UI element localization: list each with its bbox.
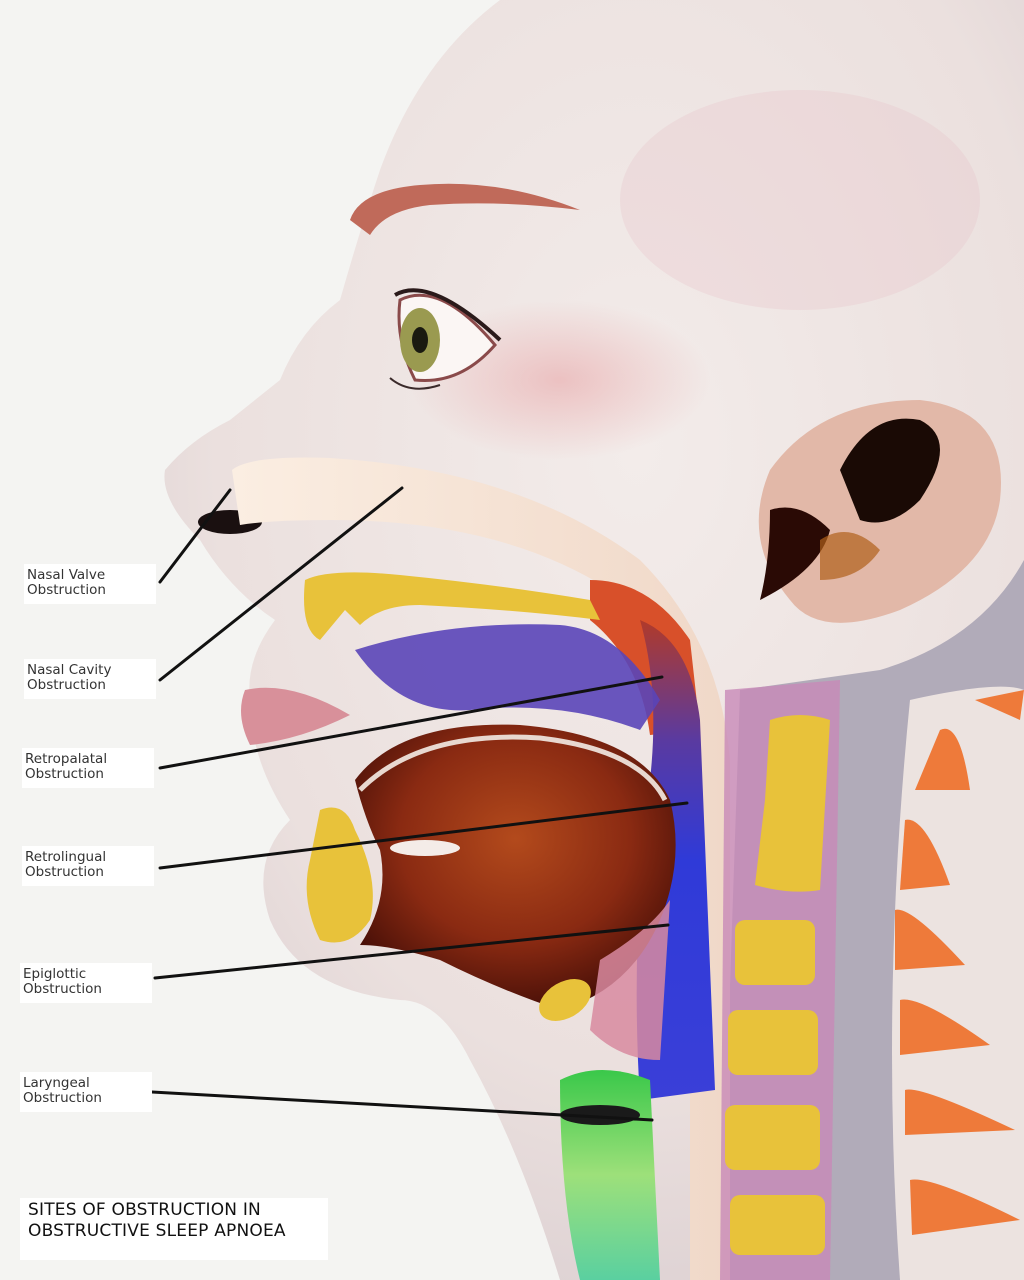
label-nasal-cavity: Nasal Cavity Obstruction bbox=[24, 659, 156, 699]
pointer-epiglottic bbox=[153, 923, 670, 980]
tongue-tip bbox=[390, 840, 460, 856]
label-line: Retropalatal bbox=[25, 751, 108, 767]
label-retrolingual: Retrolingual Obstruction bbox=[22, 846, 154, 886]
spinous-processes bbox=[895, 690, 1024, 1235]
label-line: Obstruction bbox=[23, 981, 102, 997]
vertebrae bbox=[725, 715, 830, 1255]
tongue bbox=[355, 724, 676, 1010]
label-nasal-valve: Nasal Valve Obstruction bbox=[24, 564, 156, 604]
epiglottis bbox=[590, 900, 670, 1060]
hyoid-bone bbox=[539, 979, 591, 1021]
diagram-caption: SITES OF OBSTRUCTION IN OBSTRUCTIVE SLEE… bbox=[20, 1198, 328, 1260]
label-line: Retrolingual bbox=[25, 849, 107, 865]
pointer-nasal-valve bbox=[158, 488, 232, 584]
label-line: Obstruction bbox=[27, 582, 106, 598]
label-line: Nasal Valve bbox=[27, 567, 106, 583]
eye bbox=[389, 288, 502, 390]
label-line: Obstruction bbox=[25, 766, 104, 782]
pointer-retropalatal bbox=[158, 675, 664, 770]
label-line: Nasal Cavity bbox=[27, 662, 112, 678]
label-epiglottic: Epiglottic Obstruction bbox=[20, 963, 152, 1003]
label-line: Obstruction bbox=[27, 677, 106, 693]
larynx bbox=[560, 1070, 660, 1280]
label-line: Epiglottic bbox=[23, 966, 87, 982]
tongue-top-curve bbox=[358, 734, 668, 802]
mandible-bone bbox=[306, 807, 373, 943]
caption-line: OBSTRUCTIVE SLEEP APNOEA bbox=[28, 1221, 286, 1241]
label-line: Obstruction bbox=[25, 864, 104, 880]
label-line: Obstruction bbox=[23, 1090, 102, 1106]
lips bbox=[241, 687, 350, 745]
label-retropalatal: Retropalatal Obstruction bbox=[22, 748, 154, 788]
vocal-cords bbox=[560, 1105, 640, 1125]
caption-line: SITES OF OBSTRUCTION IN bbox=[28, 1200, 261, 1220]
forehead-blush bbox=[620, 90, 980, 310]
maxilla-bone bbox=[304, 572, 600, 640]
ear bbox=[758, 400, 1001, 623]
pointer-retrolingual bbox=[158, 801, 689, 870]
label-line: Laryngeal bbox=[23, 1075, 90, 1091]
pointer-laryngeal bbox=[150, 1090, 654, 1122]
pointer-lines bbox=[150, 486, 689, 1122]
nasal-cavity bbox=[355, 624, 660, 730]
pointer-nasal-cavity bbox=[158, 486, 404, 682]
label-laryngeal: Laryngeal Obstruction bbox=[20, 1072, 152, 1112]
eyebrow bbox=[350, 183, 580, 235]
